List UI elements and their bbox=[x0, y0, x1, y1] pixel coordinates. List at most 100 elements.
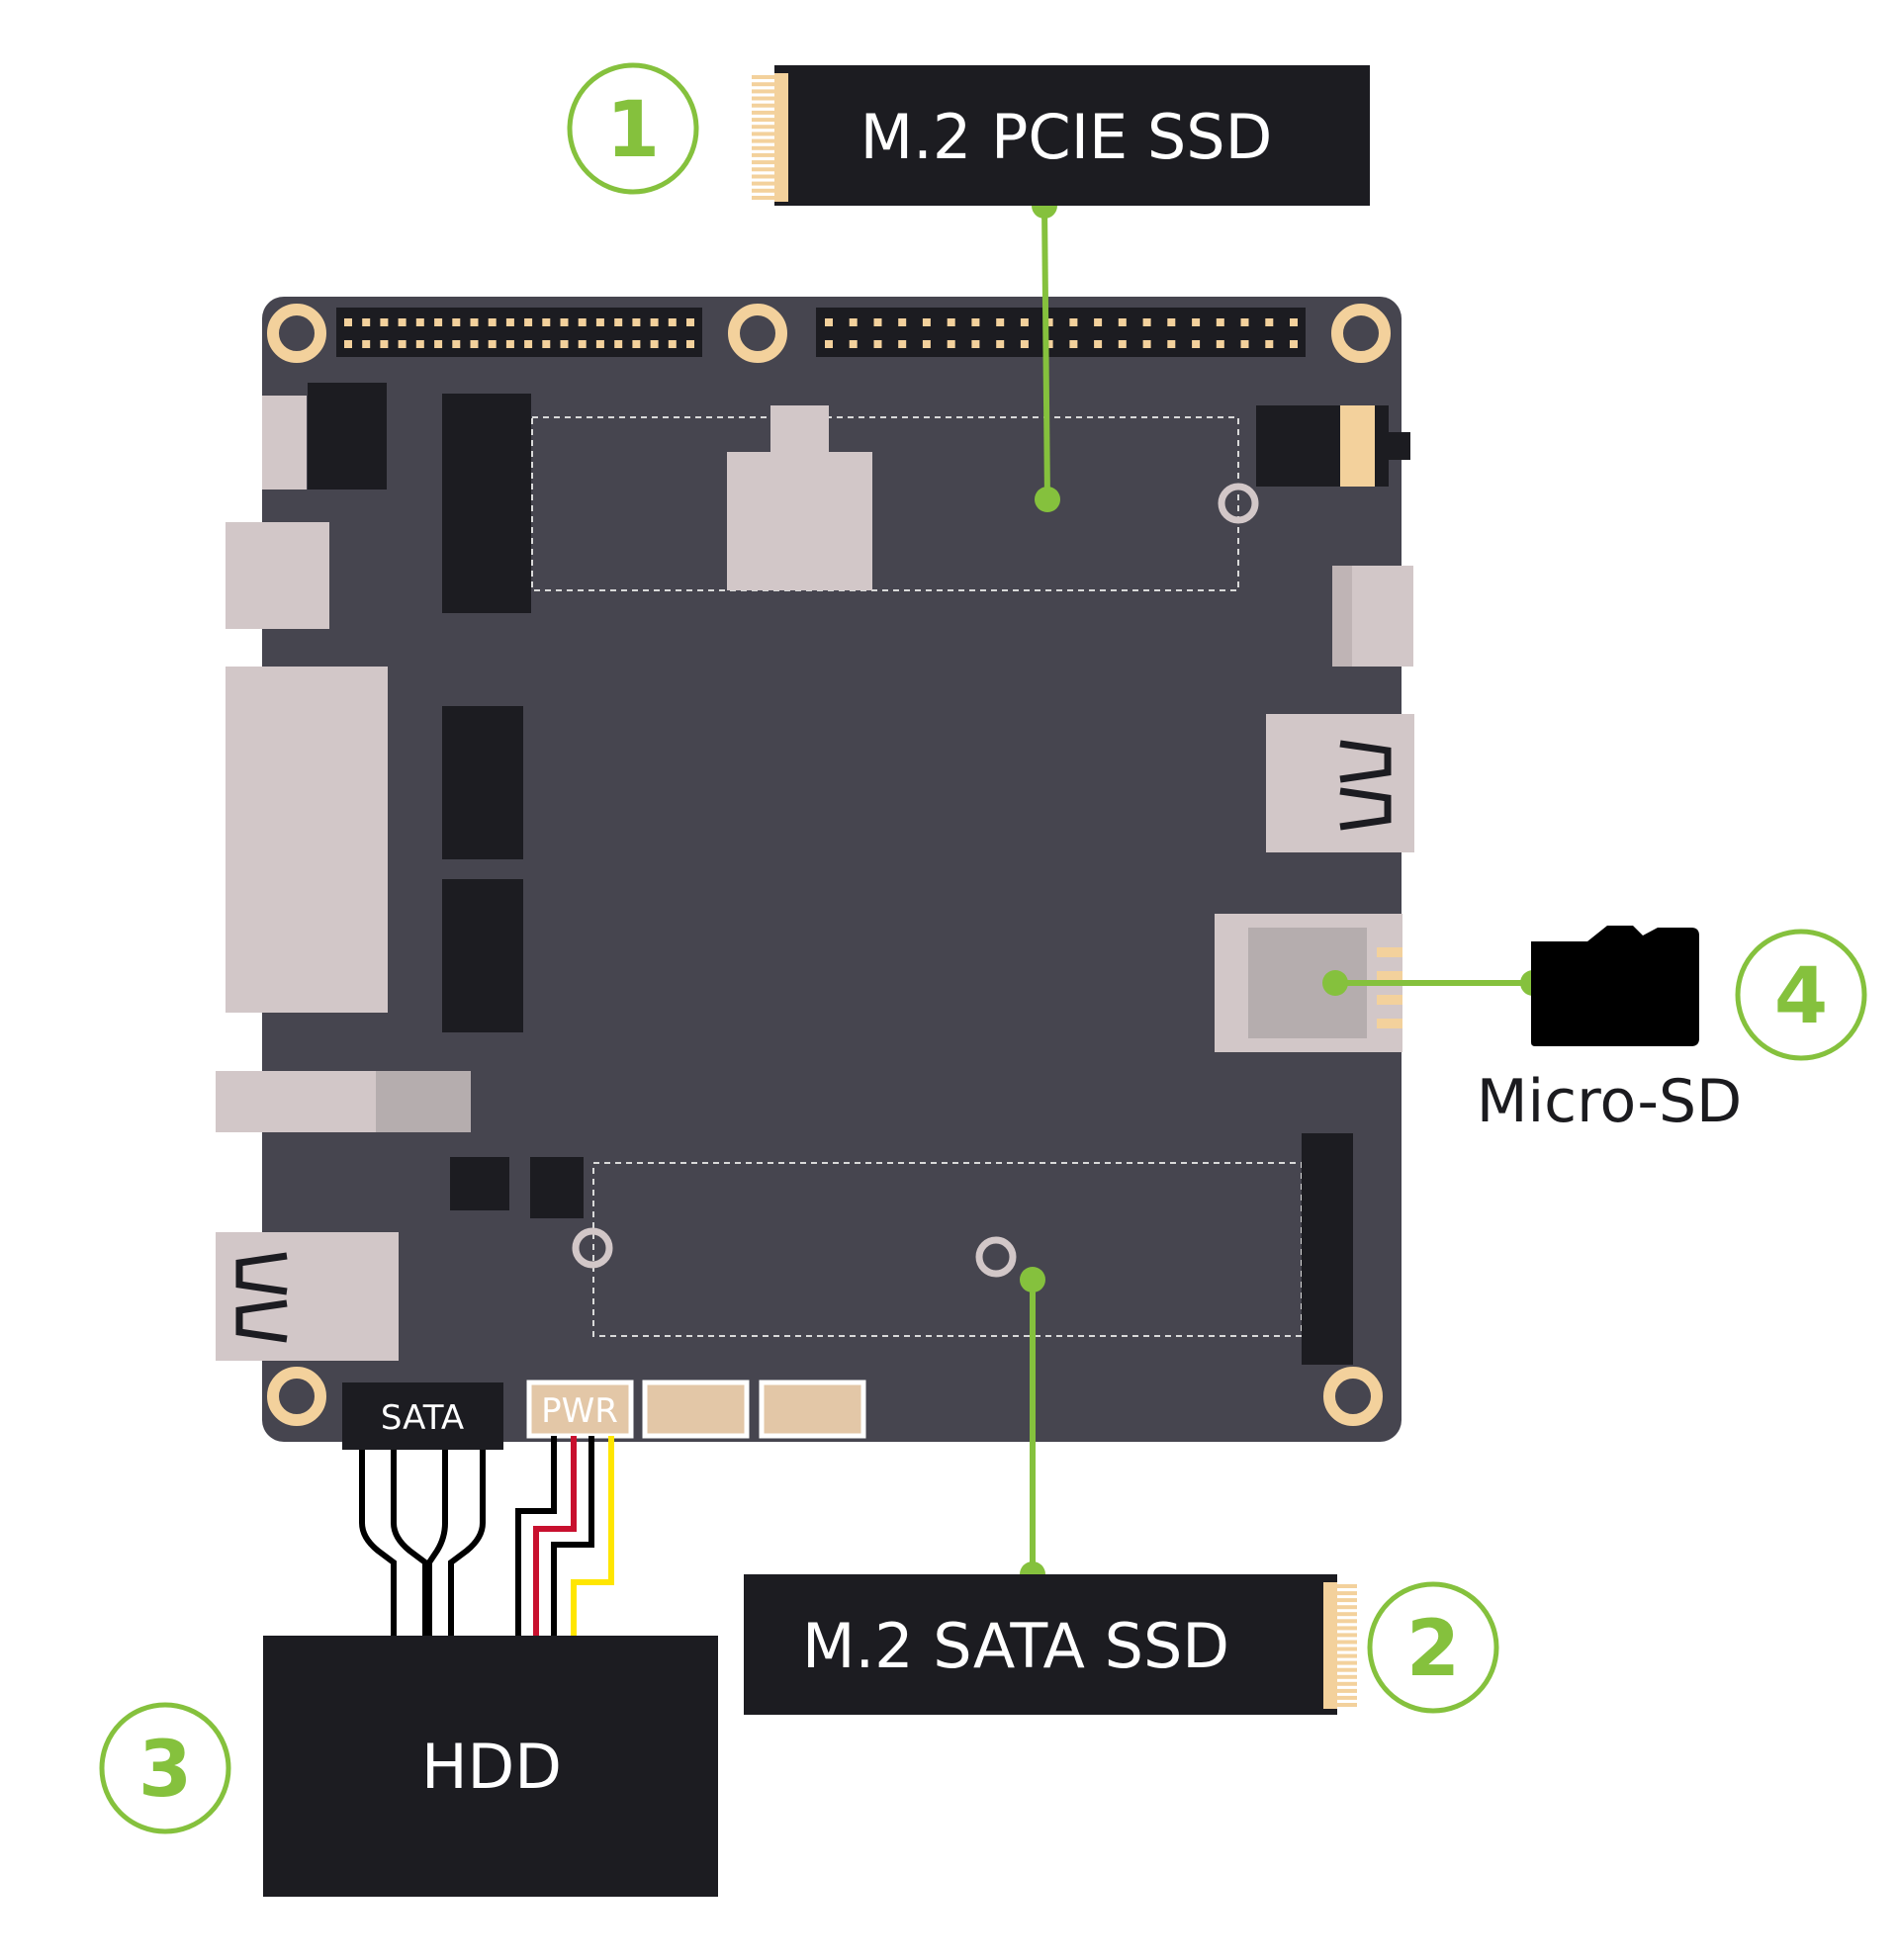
gold-finger bbox=[752, 103, 781, 108]
gpio-pin bbox=[1044, 340, 1053, 348]
gpio-pin bbox=[1216, 340, 1224, 348]
chip-vertical-2 bbox=[442, 706, 523, 859]
ethernet-port bbox=[226, 667, 388, 1013]
gpio-pin bbox=[362, 340, 371, 348]
audio-jack-bottom bbox=[1375, 460, 1389, 487]
gpio-pin bbox=[1240, 340, 1249, 348]
gpio-pin bbox=[1094, 340, 1103, 348]
m2-sata-standoff-1 bbox=[572, 1227, 613, 1269]
gpio-pin bbox=[849, 340, 858, 348]
m2-sata-ssd-module: M.2 SATA SSD bbox=[744, 1574, 1357, 1715]
gold-finger bbox=[752, 75, 781, 79]
callout-2-badge: 2 bbox=[1367, 1581, 1499, 1714]
micro-sd-card-icon bbox=[1531, 926, 1699, 1046]
m2-pcie-connector bbox=[727, 405, 872, 590]
callout-1-number: 1 bbox=[606, 86, 660, 175]
gpio-pin bbox=[524, 340, 533, 348]
gpio-pin bbox=[398, 340, 407, 348]
micro-sd-label: Micro-SD bbox=[1477, 1067, 1743, 1136]
gpio-pin bbox=[488, 340, 497, 348]
gpio-pin bbox=[1216, 318, 1224, 326]
gpio-pin bbox=[1020, 340, 1029, 348]
gpio-header-right bbox=[816, 308, 1306, 357]
gpio-pin bbox=[668, 318, 677, 326]
gpio-pin bbox=[434, 340, 443, 348]
m2-pcie-ssd-label: M.2 PCIE SSD bbox=[860, 101, 1273, 173]
callout-4-number: 4 bbox=[1774, 952, 1828, 1041]
gpio-pin bbox=[996, 340, 1005, 348]
gpio-pin bbox=[1265, 340, 1274, 348]
gpio-pin bbox=[1192, 318, 1201, 326]
gpio-pin bbox=[470, 340, 479, 348]
mounting-hole-icon bbox=[267, 304, 1391, 1426]
gold-finger bbox=[752, 196, 781, 200]
gpio-pin bbox=[898, 340, 907, 348]
gpio-pin bbox=[849, 318, 858, 326]
gpio-pin bbox=[971, 340, 980, 348]
m2-sata-ssd-label: M.2 SATA SSD bbox=[802, 1610, 1229, 1682]
m2-pcie-slot-outline bbox=[531, 416, 1239, 591]
gpio-pin bbox=[434, 318, 443, 326]
usb-port-icon bbox=[216, 1232, 399, 1361]
gold-finger bbox=[752, 174, 781, 179]
usb-port-icon bbox=[1266, 714, 1414, 852]
gold-finger bbox=[752, 181, 781, 186]
m2-sata-gold-fingers bbox=[1323, 1582, 1357, 1709]
gpio-pin bbox=[380, 340, 389, 348]
microsd-contact-2 bbox=[1377, 971, 1402, 981]
gpio-pins-right bbox=[825, 318, 1298, 348]
gpio-pin bbox=[947, 340, 955, 348]
button-right bbox=[376, 1071, 471, 1132]
callout-2-number: 2 bbox=[1406, 1605, 1460, 1694]
audio-jack bbox=[1256, 405, 1340, 487]
chip-small-2 bbox=[530, 1157, 584, 1218]
gold-finger bbox=[1331, 1640, 1357, 1645]
gpio-pin bbox=[542, 318, 551, 326]
chip-vertical-3 bbox=[442, 879, 523, 1032]
gpio-pin bbox=[505, 318, 514, 326]
gold-finger bbox=[1331, 1626, 1357, 1631]
gpio-pin bbox=[1142, 318, 1151, 326]
gpio-pin bbox=[560, 340, 569, 348]
gpio-pin bbox=[595, 318, 604, 326]
power-cable bbox=[515, 1436, 614, 1642]
gpio-pins-left bbox=[344, 318, 694, 348]
micro-usb-port bbox=[1340, 566, 1413, 667]
gpio-pin bbox=[873, 318, 882, 326]
gpio-pin bbox=[344, 340, 352, 348]
gpio-pin bbox=[1094, 318, 1103, 326]
gold-finger bbox=[752, 132, 781, 136]
gpio-pin bbox=[873, 340, 882, 348]
barrel-jack bbox=[308, 383, 387, 490]
gpio-pin bbox=[898, 318, 907, 326]
callout-1-badge: 1 bbox=[567, 62, 699, 195]
gold-finger bbox=[752, 96, 781, 101]
gpio-pin bbox=[362, 318, 371, 326]
gpio-pin bbox=[614, 318, 623, 326]
gpio-pin bbox=[668, 340, 677, 348]
gold-finger bbox=[1331, 1605, 1357, 1610]
gold-finger bbox=[752, 125, 781, 130]
fan-header-2 bbox=[759, 1380, 866, 1439]
hdd-block bbox=[263, 1636, 718, 1897]
gold-finger bbox=[1331, 1633, 1357, 1638]
fan-header-1 bbox=[642, 1380, 750, 1439]
gpio-pin bbox=[632, 318, 641, 326]
microsd-contact-1 bbox=[1377, 947, 1402, 957]
microsd-contact-4 bbox=[1377, 1019, 1402, 1028]
gold-finger bbox=[1331, 1619, 1357, 1624]
chip-vertical-1 bbox=[442, 394, 531, 613]
sata-header-label: SATA bbox=[381, 1398, 464, 1438]
barrel-jack-tab bbox=[262, 396, 307, 490]
gpio-pin bbox=[825, 340, 833, 348]
gpio-pin bbox=[542, 340, 551, 348]
gpio-pin bbox=[1167, 340, 1176, 348]
m2-sata-standoff-2 bbox=[975, 1236, 1017, 1278]
gold-finger bbox=[1331, 1695, 1357, 1700]
gpio-pin bbox=[380, 318, 389, 326]
gpio-pin bbox=[1118, 318, 1127, 326]
gpio-pin bbox=[971, 318, 980, 326]
gpio-pin bbox=[1290, 318, 1298, 326]
gpio-pin bbox=[452, 340, 461, 348]
